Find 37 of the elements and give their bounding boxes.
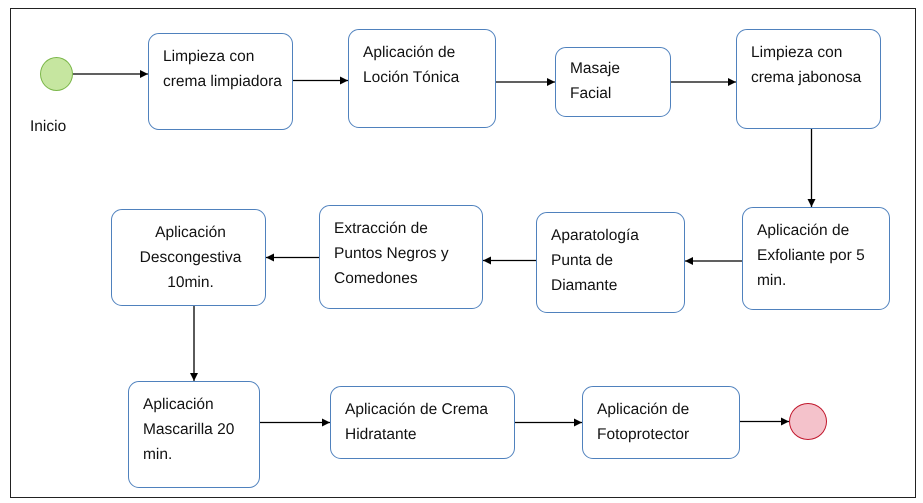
- process-box: [582, 386, 740, 459]
- arrow: [73, 70, 148, 78]
- arrow: [483, 256, 536, 264]
- node-caption: Inicio: [30, 118, 66, 136]
- step-label: Extracción de Puntos Negros y Comedones: [334, 219, 450, 289]
- process-box: [128, 381, 260, 488]
- arrow: [190, 306, 198, 381]
- step-label: Aparatología Punta de Diamante: [551, 226, 640, 296]
- start-circle: [40, 57, 73, 91]
- process-box: [742, 207, 890, 310]
- step-label: Aplicación de Crema Hidratante: [345, 400, 490, 445]
- end-circle: [789, 403, 827, 440]
- arrow: [685, 257, 742, 265]
- process-box: [348, 29, 496, 128]
- process-box: [536, 212, 685, 313]
- process-box: [148, 33, 293, 130]
- step-label: Limpieza con crema limpiadora: [163, 47, 282, 92]
- arrow: [260, 418, 330, 426]
- arrow: [515, 418, 582, 426]
- process-box: [111, 209, 266, 306]
- arrow: [740, 418, 789, 426]
- step-label: Aplicación Mascarilla 20 min.: [143, 395, 236, 465]
- step-label: Aplicación de Exfoliante por 5 min.: [757, 221, 866, 291]
- process-box: [319, 205, 483, 309]
- arrow: [671, 78, 736, 86]
- arrow: [266, 254, 319, 262]
- process-box: [736, 29, 881, 129]
- process-box: [555, 47, 671, 117]
- arrow: [496, 78, 555, 86]
- step-label: Aplicación de Fotoprotector: [597, 400, 690, 445]
- step-label: Limpieza con crema jabonosa: [751, 43, 862, 88]
- process-box: [330, 386, 515, 459]
- step-label: Aplicación de Loción Tónica: [363, 43, 460, 88]
- arrow: [293, 76, 348, 84]
- step-label: Aplicación Descongestiva 10min.: [138, 223, 242, 293]
- step-label: Masaje Facial: [570, 59, 621, 104]
- arrow: [808, 129, 816, 207]
